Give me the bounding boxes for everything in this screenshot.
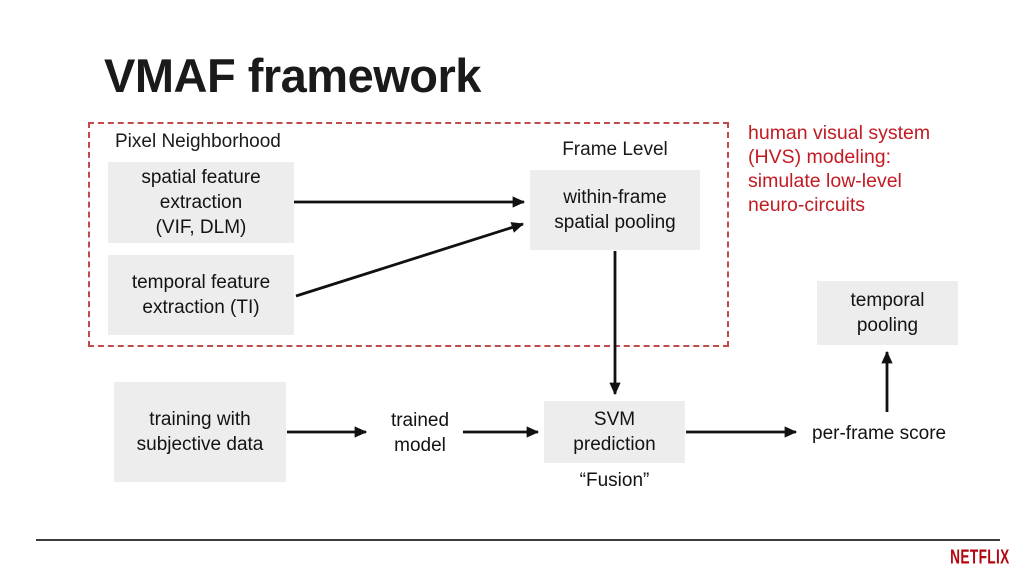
hvs-dashed-region xyxy=(88,122,729,347)
fusion-caption: “Fusion” xyxy=(579,470,650,491)
page-title: VMAF framework xyxy=(104,49,481,102)
node-temporal-pooling: temporal pooling xyxy=(817,281,958,345)
trained-model-label: trained model xyxy=(390,410,450,456)
hvs-modeling-annotation: human visual system (HVS) modeling: simu… xyxy=(748,122,931,216)
node-spatial-feature-extraction: spatial feature extraction (VIF, DLM) xyxy=(108,162,294,243)
node-within-frame-spatial-pooling: within-frame spatial pooling xyxy=(530,170,700,250)
frame-level-label: Frame Level xyxy=(562,139,668,160)
per-frame-score-label: per-frame score xyxy=(812,423,947,444)
footer-divider xyxy=(36,539,1000,541)
netflix-logo: NETFLIX xyxy=(950,546,1010,569)
node-temporal-feature-extraction: temporal feature extraction (TI) xyxy=(108,255,294,335)
pixel-neighborhood-label: Pixel Neighborhood xyxy=(115,131,281,152)
node-training-subjective-data: training with subjective data xyxy=(114,382,286,482)
node-svm-prediction: SVM prediction xyxy=(544,401,685,463)
